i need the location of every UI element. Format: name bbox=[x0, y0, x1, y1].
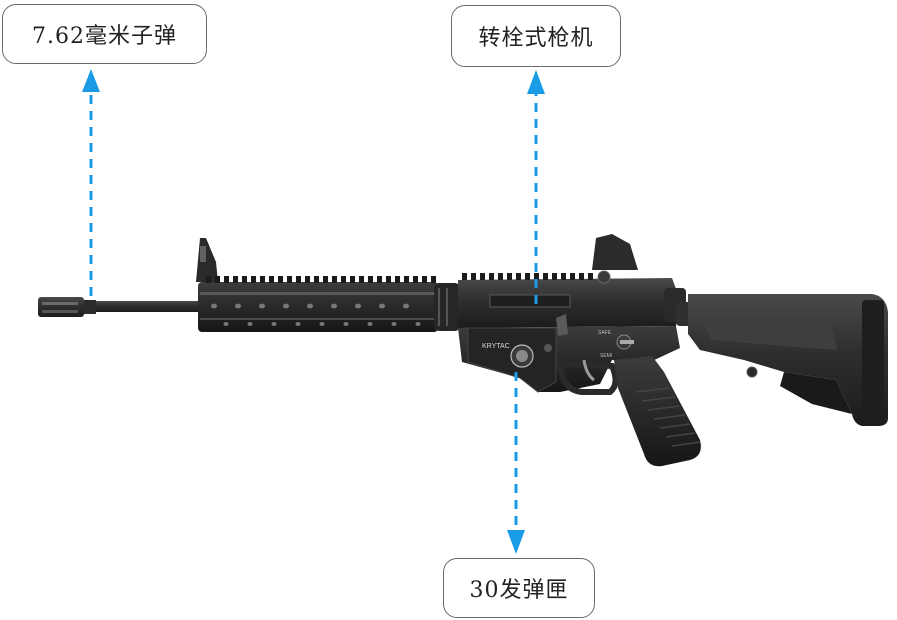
label-cartridge-text: 7.62毫米子弹 bbox=[32, 24, 177, 49]
stock bbox=[688, 294, 888, 426]
selector-semi-label: SEMI bbox=[600, 353, 612, 359]
selector-safe-label: SAFE bbox=[598, 330, 612, 336]
rear-sight bbox=[592, 234, 638, 270]
trigger bbox=[582, 359, 595, 382]
label-magazine: 30发弹匣 bbox=[443, 558, 595, 618]
leader-arrow-cartridge bbox=[82, 69, 100, 296]
label-rotating-bolt-text: 转栓式枪机 bbox=[478, 26, 594, 51]
magazine-release bbox=[544, 344, 552, 352]
label-cartridge: 7.62毫米子弹 bbox=[2, 4, 207, 64]
rifle: KRYTAC SAFE SEMI bbox=[38, 234, 888, 467]
label-rotating-bolt: 转栓式枪机 bbox=[451, 5, 621, 67]
leader-arrow-magazine bbox=[507, 372, 525, 554]
receiver-emblem bbox=[510, 344, 534, 368]
handguard-rail bbox=[198, 276, 438, 332]
barrel bbox=[96, 301, 200, 312]
fire-selector: SAFE SEMI bbox=[598, 330, 634, 359]
front-sight bbox=[196, 238, 218, 282]
ejection-port bbox=[489, 294, 571, 308]
label-magazine-text: 30发弹匣 bbox=[469, 578, 569, 603]
bolt-catch bbox=[556, 314, 568, 336]
leader-arrow-action bbox=[527, 70, 545, 304]
receiver-brand: KRYTAC bbox=[482, 343, 510, 350]
trigger-guard bbox=[556, 360, 619, 395]
flash-hider bbox=[38, 297, 96, 317]
pistol-grip bbox=[614, 356, 701, 467]
